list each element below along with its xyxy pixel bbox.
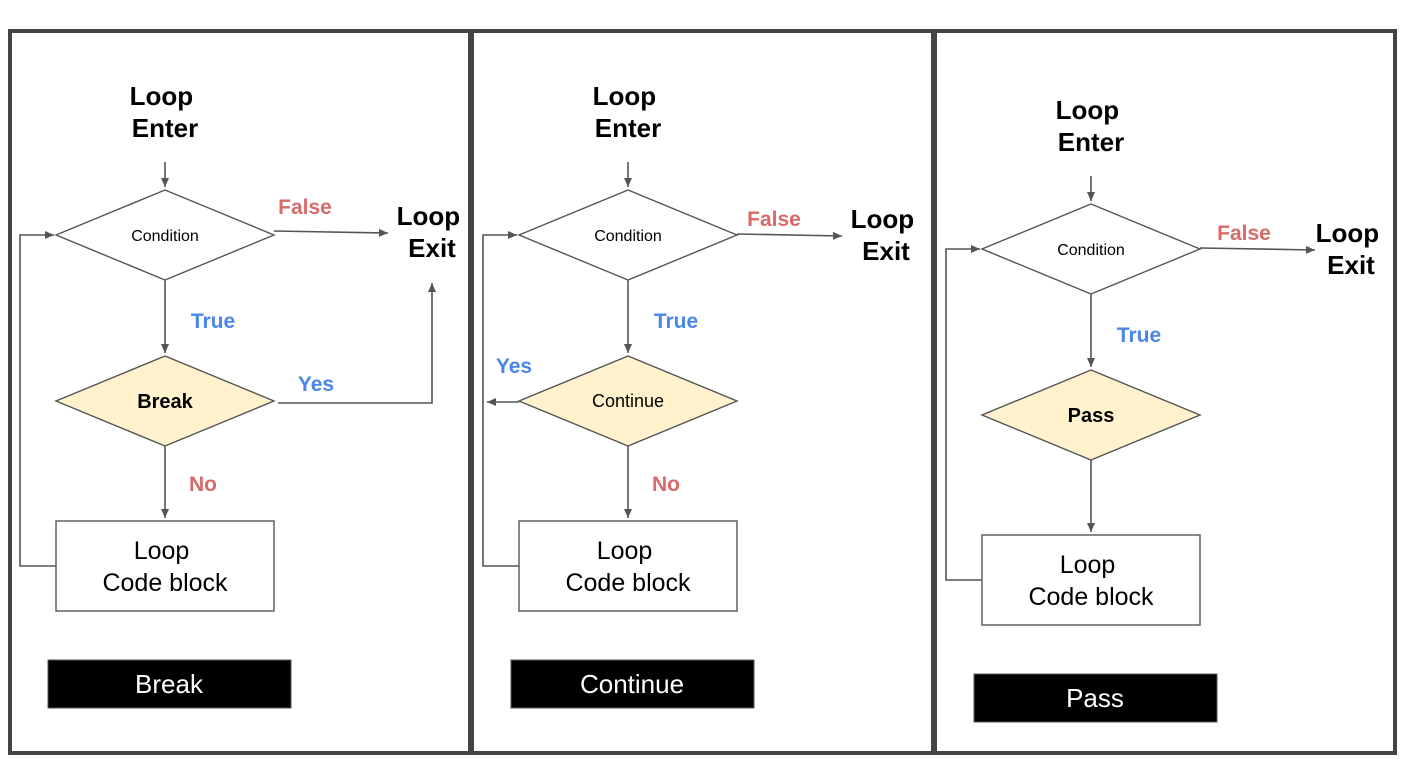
- code-block-line2: Code block: [565, 569, 691, 597]
- loop-exit-label: Loop Exit: [397, 201, 468, 263]
- panel-title: Break: [135, 669, 204, 699]
- loop-back-arrow: [482, 231, 519, 567]
- condition-label: Condition: [1057, 242, 1125, 259]
- loop-enter-line1: Loop: [1056, 95, 1120, 125]
- loop-exit-label: Loop Exit: [851, 204, 922, 266]
- false-label: False: [1217, 222, 1271, 245]
- code-block-box: [55, 520, 275, 612]
- code-block-label: Loop Code block: [102, 537, 228, 597]
- true-label: True: [1117, 324, 1161, 347]
- no-label: No: [652, 473, 680, 496]
- condition-label: Condition: [594, 228, 662, 245]
- loop-enter-line2: Enter: [1058, 127, 1124, 157]
- loop-enter-line1: Loop: [593, 81, 657, 111]
- panel-title-bar: [973, 673, 1218, 723]
- loop-enter-label: Loop Enter: [1056, 95, 1127, 157]
- loop-exit-line1: Loop: [397, 201, 461, 231]
- panel-title-bar: [510, 659, 755, 709]
- code-block-line2: Code block: [102, 569, 228, 597]
- panel-break: Loop Enter Condition False Loop Exit Tru…: [8, 29, 472, 755]
- loop-exit-line2: Exit: [862, 236, 910, 266]
- code-block-box: [518, 520, 738, 612]
- panel-title: Continue: [580, 669, 684, 699]
- yes-exit-arrow: [278, 283, 436, 404]
- yes-label: Yes: [298, 373, 334, 396]
- code-block-line1: Loop: [597, 537, 653, 565]
- panel-title-bar: [47, 659, 292, 709]
- yes-label: Yes: [496, 355, 532, 378]
- loop-exit-line1: Loop: [1316, 218, 1380, 248]
- code-block-line1: Loop: [134, 537, 190, 565]
- loop-enter-line1: Loop: [130, 81, 194, 111]
- panel-continue: Loop Enter Condition False Loop Exit Tru…: [470, 29, 935, 755]
- loop-back-arrow: [945, 245, 982, 581]
- loop-exit-line1: Loop: [851, 204, 915, 234]
- true-label: True: [191, 310, 235, 333]
- code-block-line2: Code block: [1028, 583, 1154, 611]
- pass-decision-label: Pass: [1068, 405, 1115, 427]
- loop-exit-line2: Exit: [1327, 250, 1375, 280]
- false-arrow: [273, 228, 389, 237]
- code-block-box: [981, 534, 1201, 626]
- condition-label: Condition: [131, 228, 199, 245]
- panel-title: Pass: [1066, 683, 1124, 713]
- loop-enter-label: Loop Enter: [130, 81, 201, 143]
- panel-pass: Loop Enter Condition False Loop Exit Tru…: [933, 29, 1397, 755]
- loop-exit-label: Loop Exit: [1316, 218, 1387, 280]
- code-block-label: Loop Code block: [1028, 551, 1154, 611]
- loop-enter-line2: Enter: [595, 113, 661, 143]
- loop-enter-line2: Enter: [132, 113, 198, 143]
- continue-decision-label: Continue: [592, 391, 664, 411]
- false-arrow: [736, 231, 843, 240]
- loop-enter-label: Loop Enter: [593, 81, 664, 143]
- false-arrow: [1199, 245, 1316, 254]
- loop-exit-line2: Exit: [408, 233, 456, 263]
- code-block-label: Loop Code block: [565, 537, 691, 597]
- true-label: True: [654, 310, 698, 333]
- false-label: False: [278, 196, 332, 219]
- panel-pass-frame: [933, 29, 1397, 755]
- false-label: False: [747, 208, 801, 231]
- break-decision-label: Break: [137, 391, 193, 413]
- code-block-line1: Loop: [1060, 551, 1116, 579]
- no-label: No: [189, 473, 217, 496]
- loop-back-arrow: [19, 231, 56, 567]
